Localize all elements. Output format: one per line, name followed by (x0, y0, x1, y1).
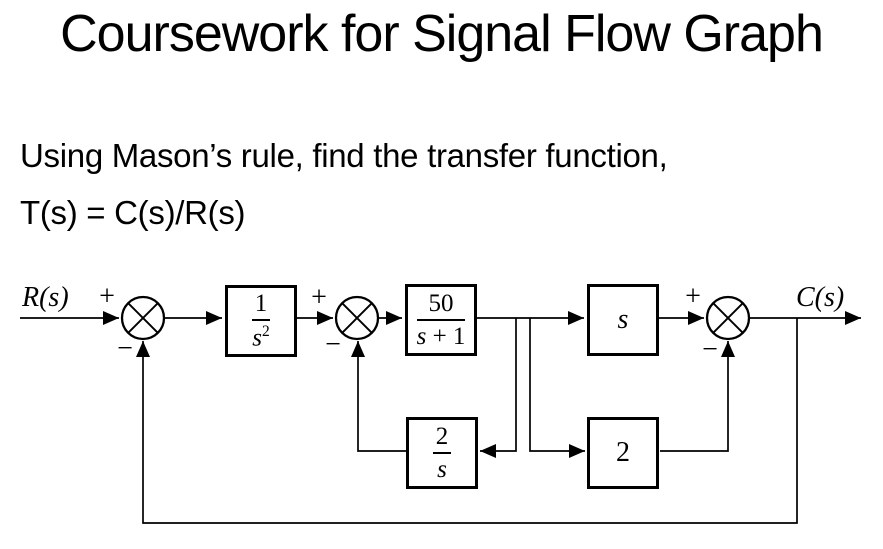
fraction-numerator: 50 (428, 290, 454, 317)
fraction-bar (416, 319, 466, 321)
denominator-variable: s (416, 323, 427, 350)
fraction-denominator: s + 1 (417, 321, 466, 349)
instruction-line-2: T(s) = C(s)/R(s) (20, 194, 246, 231)
outer-feedback-to-sum1-wire (136, 318, 798, 524)
sum3-minus-sign: − (702, 334, 718, 365)
transfer-function-fraction: 2 s (432, 423, 452, 483)
denominator-variable: s (252, 324, 262, 352)
page-title: Coursework for Signal Flow Graph (60, 5, 824, 63)
junction-cross-line (127, 302, 159, 334)
sum1-minus-sign: − (117, 333, 133, 364)
sum3-plus-sign: + (685, 281, 701, 312)
fraction-bar (432, 452, 452, 454)
denominator-suffix: + 1 (426, 323, 466, 350)
instruction-line-1: Using Mason’s rule, find the transfer fu… (20, 137, 668, 174)
fraction-numerator: 2 (435, 423, 449, 450)
2s-feedback-to-sum2-wire (351, 341, 406, 452)
junction-cross-line (341, 302, 373, 334)
fraction-bar (251, 319, 271, 322)
branch-wires (480, 318, 585, 458)
block-plant-50-over-s-plus-1: 50 s + 1 (405, 284, 477, 356)
block-label: s (617, 304, 629, 335)
fraction-numerator: 1 (254, 290, 268, 318)
gain2-feedback-to-sum3-wire (660, 341, 735, 452)
summing-junction-3 (705, 295, 751, 341)
branch-to-gain2-block-wire (529, 318, 585, 458)
sum2-plus-sign: + (311, 282, 327, 313)
denominator-exponent: 2 (261, 323, 270, 341)
summing-junction-2 (334, 295, 380, 341)
transfer-function-fraction: 50 s + 1 (416, 290, 466, 349)
transfer-function-fraction: 1 s2 (251, 290, 271, 352)
summing-junction-1 (120, 295, 166, 341)
block-integrator-1-over-s2: 1 s2 (225, 285, 297, 357)
fraction-denominator: s2 (252, 321, 270, 352)
feedback-wires (136, 318, 798, 524)
instruction-text: Using Mason’s rule, find the transfer fu… (20, 127, 668, 241)
sum2-minus-sign: − (325, 329, 341, 360)
sum1-plus-sign: + (99, 281, 115, 312)
junction-cross-line (712, 302, 744, 334)
input-signal-label: R(s) (22, 282, 69, 313)
block-feedback-2-over-s: 2 s (406, 417, 478, 489)
output-signal-label: C(s) (796, 282, 845, 313)
fraction-denominator: s (437, 456, 447, 483)
block-label: 2 (616, 437, 630, 468)
branch-to-2s-block-wire (480, 318, 517, 458)
block-feedback-gain-2: 2 (587, 417, 659, 489)
block-differentiator-s: s (587, 284, 659, 356)
